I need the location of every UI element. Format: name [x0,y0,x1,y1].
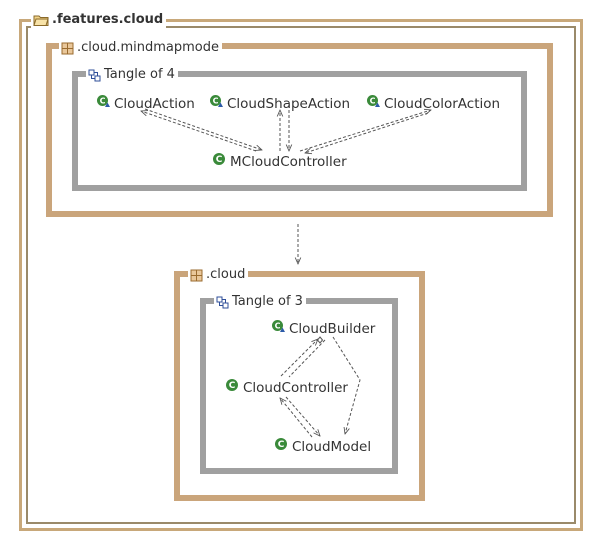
edge-cloudmodel-to-cloudcontroller [280,398,313,438]
svg-text:C: C [370,97,376,106]
tangle-3-title: Tangle of 3 [232,294,303,309]
edge-cloudbuilder-to-cloudmodel [332,336,361,434]
class-abstract-icon: C [366,94,380,113]
class-icon: C [274,437,288,456]
class-cloudaction-name: CloudAction [114,95,195,112]
package-icon [190,269,203,281]
class-abstract-icon: C [209,94,223,113]
tangle-icon [88,69,101,81]
class-cloudcontroller[interactable]: C CloudController [225,378,348,397]
edge-cloudcontroller-to-cloudmodel [285,396,320,436]
class-abstract-icon: C [96,94,110,113]
svg-text:C: C [213,97,219,106]
features-cloud-title: .features.cloud [52,12,164,27]
class-cloudaction[interactable]: C CloudAction [96,94,195,113]
package-cloud-label[interactable]: .cloud [188,267,249,283]
class-icon: C [225,378,239,397]
folder-icon [33,15,49,26]
tangle-icon [216,296,229,308]
package-cloud-box[interactable] [174,271,425,501]
class-cloudcoloraction[interactable]: C CloudColorAction [366,94,500,113]
svg-text:C: C [278,440,285,450]
edge-cloudcontroller-to-cloudbuilder [280,339,318,377]
class-cloudmodel[interactable]: C CloudModel [274,437,371,456]
features-cloud-inner-border [26,26,576,524]
svg-text:C: C [275,322,281,331]
class-cloudcoloraction-name: CloudColorAction [384,95,501,112]
tangle-3-label[interactable]: Tangle of 3 [214,294,306,310]
tangle-4-box [72,71,527,191]
edge-mcloudcontroller-to-cloudcoloraction [299,110,431,152]
svg-text:C: C [216,155,223,165]
features-cloud-container [19,19,583,531]
package-mindmapmode-label[interactable]: .cloud.mindmapmode [59,40,222,56]
features-cloud-label[interactable]: .features.cloud [31,12,167,28]
edge-cloudaction-to-mcloudcontroller [144,108,262,150]
edge-cloudbuilder-to-cloudcontroller [288,339,326,378]
class-cloudmodel-name: CloudModel [292,438,372,455]
edge-mcloudcontroller-to-cloudaction [141,111,257,152]
class-mcloudcontroller[interactable]: C MCloudController [212,152,347,171]
class-abstract-icon: C [271,319,285,338]
svg-text:C: C [229,381,236,391]
class-cloudbuilder-name: CloudBuilder [289,320,376,337]
package-mindmapmode-title: .cloud.mindmapmode [77,40,219,55]
tangle-4-title: Tangle of 4 [104,67,175,82]
tangle-4-label[interactable]: Tangle of 4 [86,67,178,83]
package-cloud-title: .cloud [206,267,246,282]
class-cloudshapeaction[interactable]: C CloudShapeAction [209,94,350,113]
class-cloudcontroller-name: CloudController [243,379,348,396]
class-icon: C [212,152,226,171]
svg-text:C: C [100,97,106,106]
edge-cloudcoloraction-to-mcloudcontroller [305,112,429,153]
diamond-marker [316,336,324,344]
class-mcloudcontroller-name: MCloudController [230,153,347,170]
package-mindmapmode-box[interactable] [46,43,553,217]
class-cloudbuilder[interactable]: C CloudBuilder [271,319,375,338]
package-icon [61,42,74,54]
class-cloudshapeaction-name: CloudShapeAction [227,95,351,112]
